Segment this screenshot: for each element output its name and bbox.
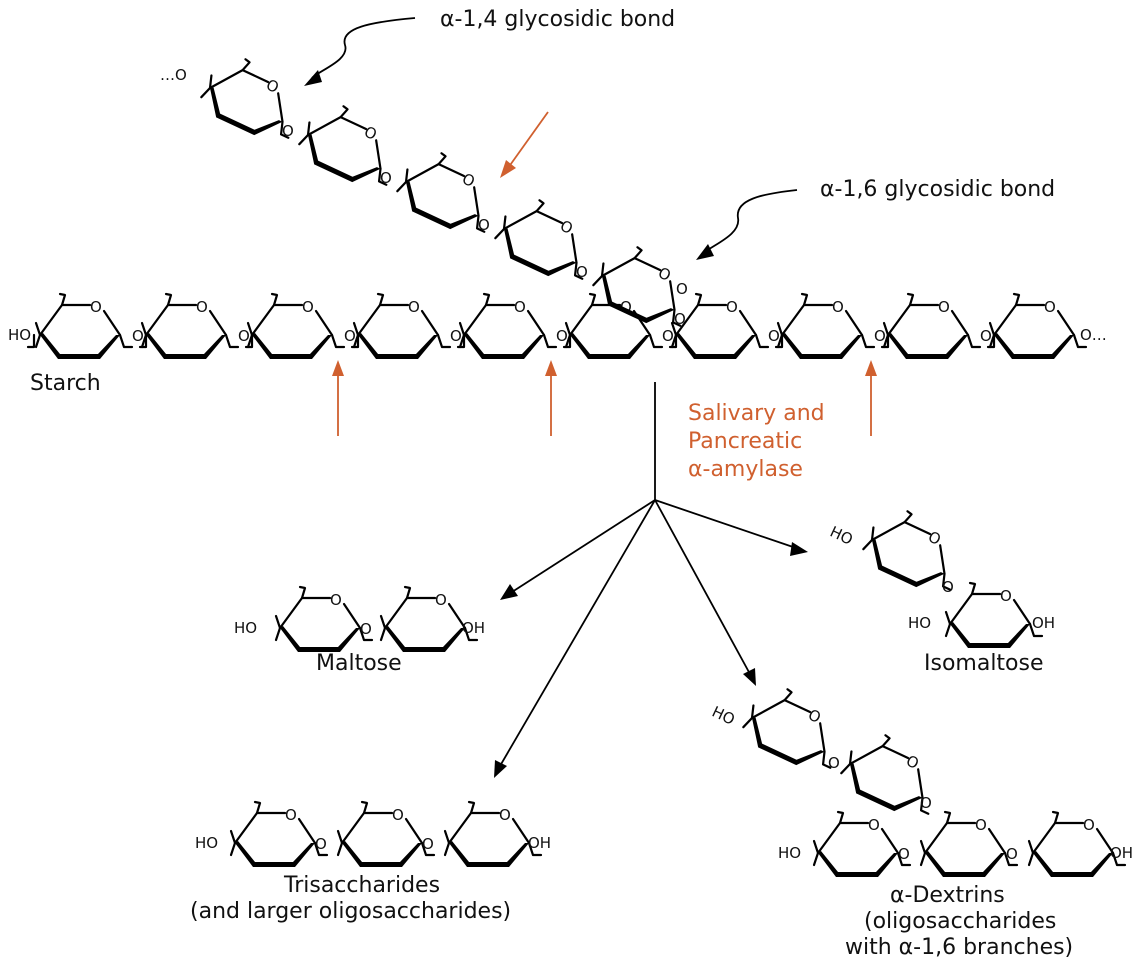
trisaccharides-label-line1: Trisaccharides <box>283 873 440 898</box>
alpha-1-4-oxygen: O <box>980 327 992 345</box>
main-chain-glucose-ring <box>988 292 1088 361</box>
alpha-1-4-oxygen: O <box>380 169 392 187</box>
starch-right-end: O… <box>1080 326 1107 344</box>
trisaccharides-label-line2: (and larger oligosaccharides) <box>190 899 511 924</box>
alpha-1-4-arrowhead-icon <box>304 70 322 86</box>
enzyme-label-line2: Pancreatic <box>688 429 802 454</box>
trisaccharide-ring <box>229 800 329 869</box>
alpha-1-4-oxygen: O <box>556 327 568 345</box>
main-chain-glucose-ring <box>352 292 452 361</box>
alpha-1-6-arrowhead-icon <box>696 244 714 260</box>
arrow-to-isomaltose <box>654 499 797 549</box>
maltose-left-end: HO <box>234 619 257 637</box>
trisaccharide-ring <box>336 800 436 869</box>
alpha-1-4-oxygen: O <box>238 327 250 345</box>
bond-bracket <box>26 333 36 349</box>
trisaccharide-linker-oxygen: O <box>315 835 327 853</box>
isomaltose-top-left-end: HO <box>827 523 856 549</box>
alpha-1-4-oxygen: O <box>662 327 674 345</box>
alpha-1-4-oxygen: O <box>674 310 686 328</box>
main-chain-glucose-ring <box>34 292 134 361</box>
cut-arrowhead-1-icon <box>332 360 344 376</box>
dextrin-main-ring <box>812 810 912 879</box>
arrow-to-trisaccharides <box>499 499 656 767</box>
dextrin-branch-ring <box>835 724 952 826</box>
dextrin-top-left-end: HO <box>709 703 738 729</box>
alpha-1-4-oxygen: O <box>576 263 588 281</box>
maltose-right-end: OH <box>462 619 485 637</box>
dextrin-main-ring <box>919 810 1019 879</box>
dextrins-label-line2: (oligosaccharides <box>864 909 1056 934</box>
dextrin-alpha-1-6-oxygen: O <box>920 794 932 812</box>
arrowhead-trisaccharides-icon <box>494 760 507 778</box>
alpha-1-4-label: α-1,4 glycosidic bond <box>440 7 675 32</box>
dextrins-label-line3: with α-1,6 branches) <box>845 935 1073 960</box>
alpha-1-6-arrow <box>704 189 798 253</box>
alpha-1-4-oxygen: O <box>768 327 780 345</box>
alpha-1-4-arrow <box>311 17 416 79</box>
arrowhead-isomaltose-icon <box>790 542 808 556</box>
alpha-1-4-oxygen: O <box>344 327 356 345</box>
alpha-1-4-oxygen: O <box>874 327 886 345</box>
maltose-label: Maltose <box>316 651 402 676</box>
trisaccharide-linker-oxygen: O <box>422 835 434 853</box>
cut-arrowhead-branch-icon <box>500 160 516 178</box>
arrow-to-dextrins <box>654 499 751 675</box>
arrow-to-maltose <box>511 499 656 593</box>
isomaltose-bottom-left-end: HO <box>908 614 931 632</box>
main-chain-glucose-ring <box>670 292 770 361</box>
arrowhead-dextrins-icon <box>743 668 756 686</box>
alpha-1-4-oxygen: O <box>282 122 294 140</box>
main-chain-glucose-ring <box>246 292 346 361</box>
enzyme-label-line1: Salivary and <box>688 401 825 426</box>
dextrin-linker-oxygen: O <box>828 754 840 772</box>
starch-label: Starch <box>30 371 101 396</box>
trisaccharide-ring <box>443 800 543 869</box>
trisaccharide-right-end: OH <box>528 834 551 852</box>
alpha-1-6-oxygen: O <box>676 280 688 298</box>
dextrin-right-end: OH <box>1110 844 1133 862</box>
cut-arrow-branch <box>507 111 549 169</box>
starch-left-end: HO <box>8 326 31 344</box>
branch-end: …O <box>160 66 187 84</box>
alpha-1-4-oxygen: O <box>450 327 462 345</box>
isomaltose-label: Isomaltose <box>924 651 1044 676</box>
trisaccharide-left-end: HO <box>195 834 218 852</box>
alpha-1-6-label: α-1,6 glycosidic bond <box>820 177 1055 202</box>
alpha-dextrin-structure: O O O O <box>737 678 1127 879</box>
cut-arrowhead-3-icon <box>865 360 877 376</box>
alpha-1-4-oxygen: O <box>478 216 490 234</box>
maltose-ring <box>274 585 374 654</box>
isomaltose-structure: O <box>857 500 1044 650</box>
maltose-structure: O <box>274 585 479 654</box>
dextrins-label-line1: α-Dextrins <box>890 883 1005 908</box>
maltose-linker-oxygen: O <box>360 620 372 638</box>
main-chain-glucose-ring <box>776 292 876 361</box>
isomaltose-linker-oxygen: O <box>942 578 954 596</box>
isomaltose-ring <box>857 500 974 602</box>
dextrin-linker-oxygen: O <box>898 845 910 863</box>
main-chain-glucose-ring <box>882 292 982 361</box>
cut-arrowhead-2-icon <box>545 360 557 376</box>
main-chain-glucose-ring <box>458 292 558 361</box>
alpha-1-4-oxygen: O <box>132 327 144 345</box>
isomaltose-ring <box>944 581 1044 650</box>
dextrin-linker-oxygen: O <box>1006 845 1018 863</box>
main-chain-glucose-ring <box>140 292 240 361</box>
arrowhead-maltose-icon <box>500 584 518 600</box>
dextrin-left-end: HO <box>778 844 801 862</box>
enzyme-label-line3: α-amylase <box>688 457 803 482</box>
isomaltose-right-end: OH <box>1032 614 1055 632</box>
